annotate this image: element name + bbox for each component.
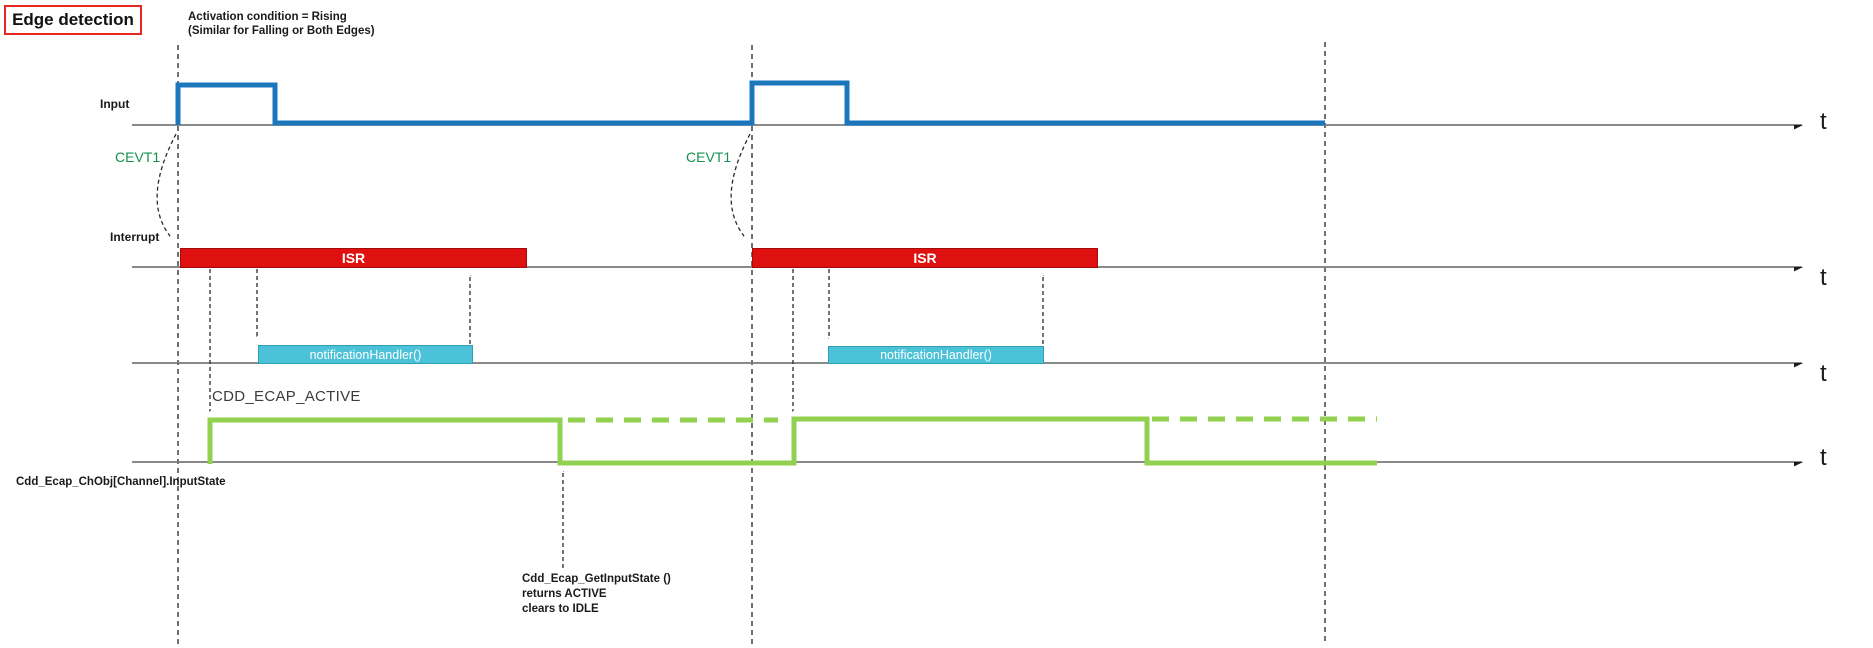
notification-handler-bar-2-label: notificationHandler() (880, 348, 992, 362)
notification-handler-bar-1: notificationHandler() (258, 345, 473, 364)
getinputstate-annotation-line1: Cdd_Ecap_GetInputState () (522, 573, 671, 585)
isr-bar-2: ISR (752, 248, 1098, 268)
connector-arrows (210, 269, 1043, 568)
activation-condition-note: Activation condition = Rising (Similar f… (188, 11, 375, 38)
isr-bar-1: ISR (180, 248, 527, 268)
cdd-ecap-active-label: CDD_ECAP_ACTIVE (212, 388, 361, 405)
input-state-waveform (207, 416, 1377, 466)
getinputstate-annotation: Cdd_Ecap_GetInputState () returns ACTIVE… (522, 572, 671, 617)
isr-bar-1-label: ISR (341, 250, 366, 266)
time-label-notification-axis: t (1820, 360, 1827, 387)
input-state-object-label: Cdd_Ecap_ChObj[Channel].InputState (16, 476, 226, 488)
activation-condition-line2: (Similar for Falling or Both Edges) (188, 24, 375, 37)
diagram-title: Edge detection (12, 10, 134, 29)
time-label-state-axis: t (1820, 444, 1827, 471)
event-lines (177, 42, 1326, 645)
cevt1-capture-arrow-2 (730, 133, 751, 236)
activation-condition-line1: Activation condition = Rising (188, 11, 347, 23)
time-axes (132, 124, 1802, 462)
isr-bar-2-label: ISR (913, 250, 937, 266)
cevt1-label-1: CEVT1 (115, 149, 161, 165)
interrupt-row-label: Interrupt (110, 230, 160, 244)
cevt1-label-2: CEVT1 (686, 149, 732, 165)
notification-handler-bar-1-label: notificationHandler() (309, 347, 422, 362)
time-label-input-axis: t (1820, 108, 1827, 135)
time-label-interrupt-axis: t (1820, 264, 1827, 291)
input-signal-waveform (175, 80, 1325, 126)
getinputstate-annotation-line3: clears to IDLE (522, 603, 599, 615)
notification-handler-bar-2: notificationHandler() (828, 346, 1044, 364)
getinputstate-annotation-line2: returns ACTIVE (522, 588, 607, 600)
input-row-label: Input (100, 97, 130, 111)
diagram-title-box: Edge detection (4, 5, 142, 35)
